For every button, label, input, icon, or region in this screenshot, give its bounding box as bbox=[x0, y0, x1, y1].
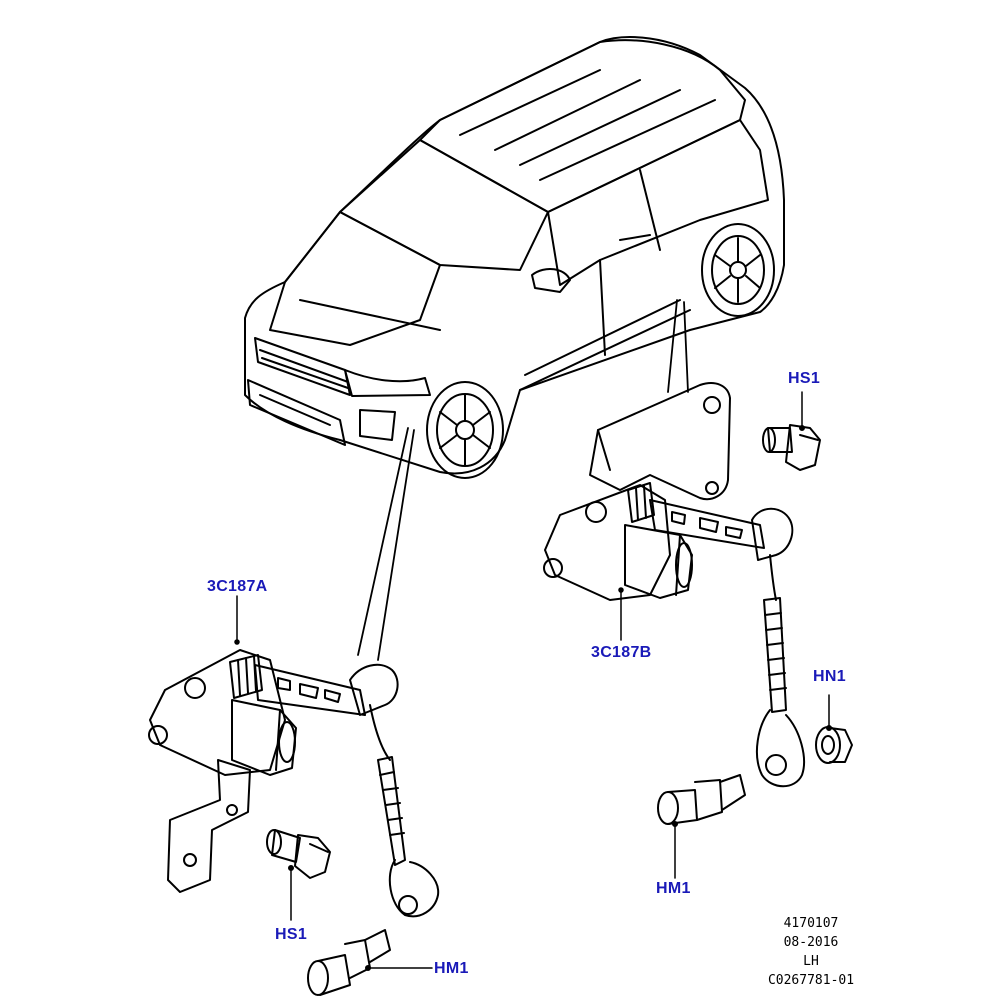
label-hs1-front: HS1 bbox=[275, 926, 308, 943]
footer-code: 4170107 bbox=[783, 916, 839, 931]
label-hs1-rear: HS1 bbox=[788, 370, 821, 387]
rear-nut-hn1 bbox=[815, 694, 853, 764]
rear-height-sensor bbox=[543, 382, 806, 788]
footer-side: LH bbox=[803, 954, 819, 969]
rear-sensor-leader bbox=[618, 587, 624, 641]
footer-date: 08-2016 bbox=[783, 935, 839, 950]
vehicle-leader-lines bbox=[357, 299, 689, 661]
footer-illustration-id: C0267781-01 bbox=[767, 973, 855, 988]
label-3c187b: 3C187B bbox=[591, 644, 652, 661]
label-hm1-rear: HM1 bbox=[656, 880, 691, 897]
front-stud-hm1 bbox=[307, 929, 433, 996]
label-hm1-front: HM1 bbox=[434, 960, 469, 977]
label-hn1: HN1 bbox=[813, 668, 846, 685]
rear-bolt-hs1 bbox=[762, 391, 821, 471]
label-3c187a: 3C187A bbox=[207, 578, 268, 595]
vehicle-illustration bbox=[244, 36, 785, 479]
front-height-sensor bbox=[148, 649, 440, 918]
front-bolt-hs1 bbox=[266, 829, 331, 921]
rear-stud-hm1 bbox=[657, 774, 746, 879]
front-sensor-leader bbox=[234, 595, 240, 645]
